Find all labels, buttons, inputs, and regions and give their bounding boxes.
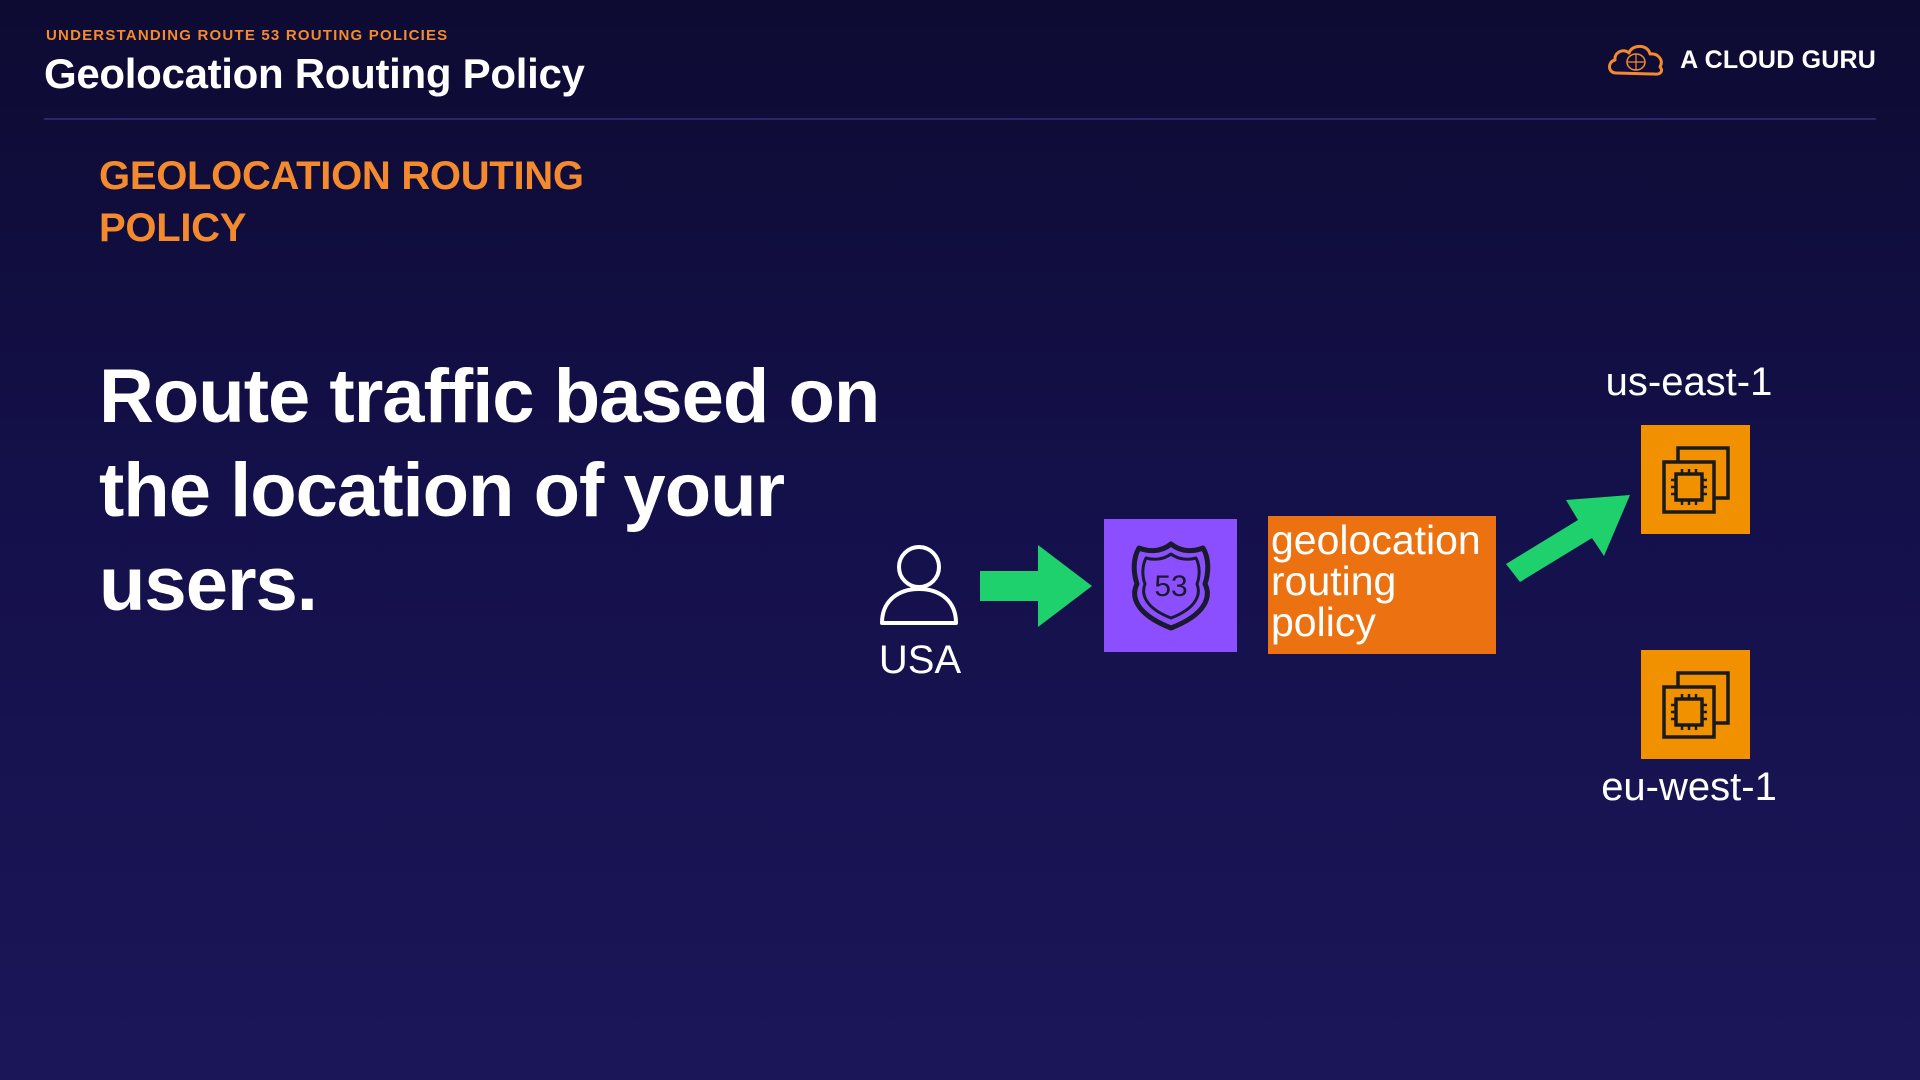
page-title: Geolocation Routing Policy (44, 50, 585, 97)
arrow-right-icon (980, 545, 1092, 627)
ec2-instance-icon (1661, 445, 1730, 514)
user-location-label: USA (878, 638, 962, 682)
arrow-diagonal-icon (1506, 495, 1630, 582)
policy-box: geolocation routing policy (1268, 516, 1496, 654)
region-label-eu-west-1: eu-west-1 (1601, 765, 1777, 809)
main-statement: Route traffic based on the location of y… (99, 354, 880, 627)
route53-number: 53 (1154, 570, 1187, 603)
route53-service-box: 53 (1104, 519, 1237, 652)
brand-name: A CLOUD GURU (1680, 45, 1876, 74)
region-label-us-east-1: us-east-1 (1605, 360, 1773, 404)
cloud-logo-icon (1608, 44, 1664, 76)
brand-logo: A CLOUD GURU (1604, 40, 1876, 80)
ec2-instance-icon (1661, 670, 1730, 739)
route53-shield-icon: 53 (1131, 541, 1210, 630)
header-eyebrow: UNDERSTANDING ROUTE 53 ROUTING POLICIES (46, 27, 449, 44)
user-icon (880, 545, 958, 625)
section-heading: GEOLOCATION ROUTING POLICY (99, 154, 584, 250)
ec2-instance-eu-west-1 (1641, 650, 1750, 759)
header-divider (44, 118, 1876, 120)
ec2-instance-us-east-1 (1641, 425, 1750, 534)
